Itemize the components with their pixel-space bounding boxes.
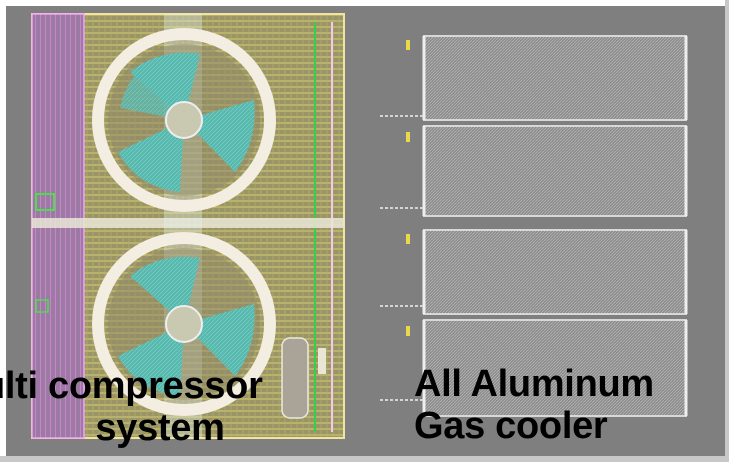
compressor-icon — [281, 337, 326, 419]
frame-top — [0, 0, 729, 6]
coil-panel — [422, 229, 688, 315]
frame-left — [0, 0, 6, 462]
fan-icon — [92, 28, 276, 212]
coil-panel — [422, 35, 688, 121]
left-caption-line1: ulti compressor — [0, 365, 263, 407]
gas-cooler-drawing — [380, 35, 688, 417]
right-caption-line1: All Aluminum — [414, 363, 654, 405]
frame-bottom — [0, 456, 729, 462]
fan-icon — [92, 232, 276, 416]
coil-panel — [422, 319, 688, 417]
left-caption-line2: system — [95, 407, 225, 449]
coil-panel — [422, 125, 688, 217]
right-caption-line2: Gas cooler — [414, 405, 608, 447]
compressor-unit-drawing — [31, 13, 345, 439]
frame-right — [725, 0, 729, 462]
